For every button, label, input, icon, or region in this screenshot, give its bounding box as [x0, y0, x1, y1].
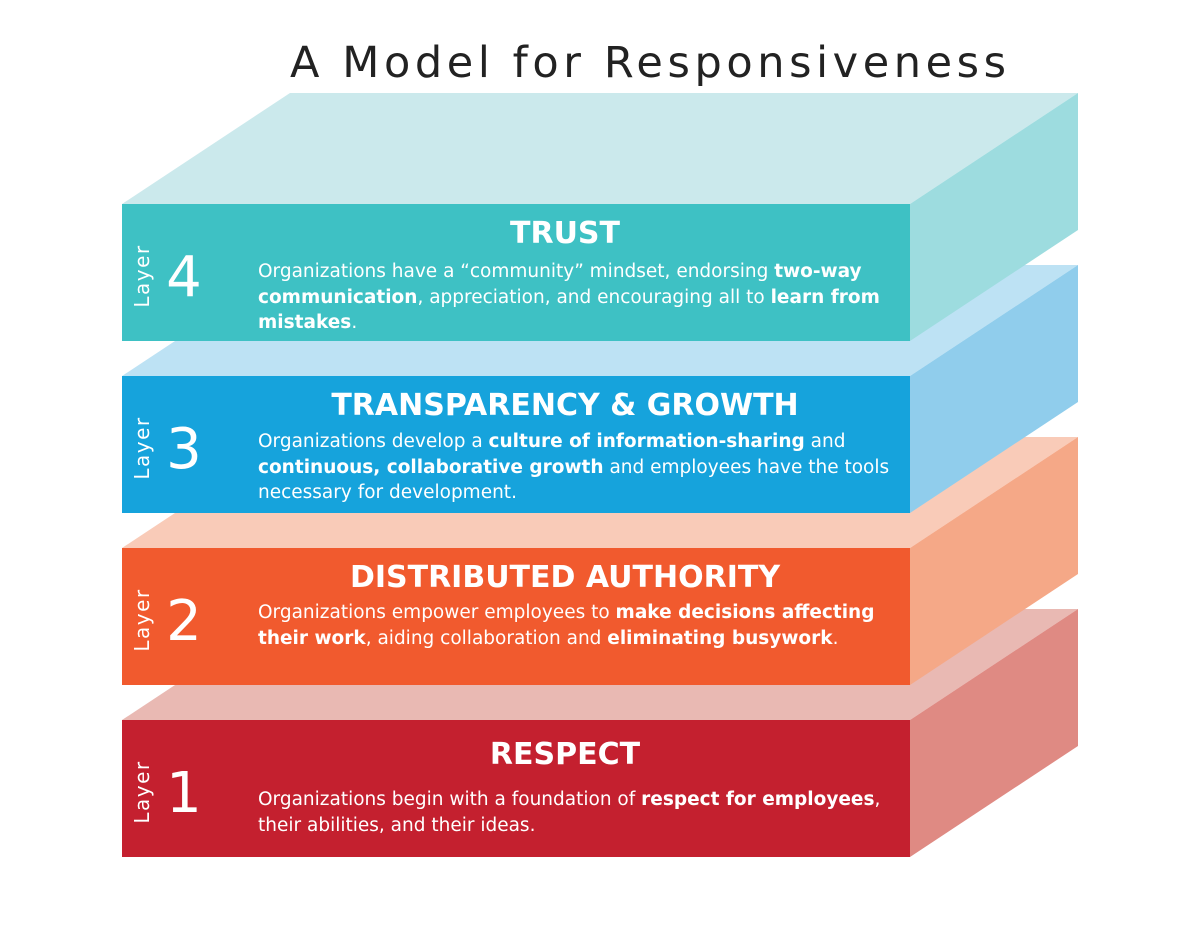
slab-top-face [122, 93, 1078, 204]
description-text: Organizations empower employees to [258, 602, 616, 623]
description-text: Organizations have a “community” mindset… [258, 261, 775, 282]
layer-label: Layer [130, 416, 154, 480]
layer-heading: TRANSPARENCY & GROWTH [331, 388, 799, 423]
slab-side-face [910, 609, 1078, 857]
description-text: and [804, 431, 846, 452]
description-emphasis: continuous, collaborative growth [258, 456, 604, 478]
layer-heading: TRUST [510, 216, 620, 251]
description-emphasis: respect for employees [641, 789, 875, 810]
slab-side-face [910, 265, 1078, 513]
description-emphasis: two-way communication [258, 261, 862, 308]
layer-description: Organizations have a “community” mindset… [258, 259, 898, 336]
layer-heading: RESPECT [489, 737, 641, 772]
description-emphasis: culture of information-sharing [488, 431, 805, 452]
layer-number: 3 [166, 417, 202, 482]
description-text: , aiding collaboration and [365, 627, 608, 649]
layer-description: Organizations empower employees to make … [258, 600, 898, 651]
slab-side-face [910, 437, 1078, 685]
description-text: . [832, 627, 839, 649]
description-text: Organizations develop a [258, 431, 489, 452]
slab-front-face [122, 376, 910, 513]
layer-number: 2 [166, 589, 202, 654]
description-emphasis: eliminating busywork [607, 627, 833, 649]
description-emphasis: make decisions affecting their work [258, 602, 875, 649]
diagram-title: A Model for Responsiveness [290, 38, 1011, 88]
layer-label: Layer [130, 760, 154, 824]
description-text: , their abilities, and their ideas. [258, 789, 881, 836]
description-text: and employees have the tools necessary f… [258, 456, 890, 504]
description-text: Organizations begin with a foundation of [258, 789, 642, 810]
layer-description: Organizations begin with a foundation of… [258, 787, 898, 838]
description-text: . [351, 312, 358, 333]
layer-description: Organizations develop a culture of infor… [258, 429, 898, 506]
layer-label: Layer [130, 244, 154, 308]
description-emphasis: learn from mistakes [258, 286, 880, 334]
layer-number: 4 [166, 245, 202, 310]
layer-heading: DISTRIBUTED AUTHORITY [349, 560, 781, 595]
layer-number: 1 [166, 761, 202, 826]
slab-side-face [910, 93, 1078, 341]
slab-front-face [122, 548, 910, 685]
slab-front-face [122, 720, 910, 857]
description-text: , appreciation, and encouraging all to [417, 286, 771, 308]
layer-label: Layer [130, 588, 154, 652]
slab-front-face [122, 204, 910, 341]
